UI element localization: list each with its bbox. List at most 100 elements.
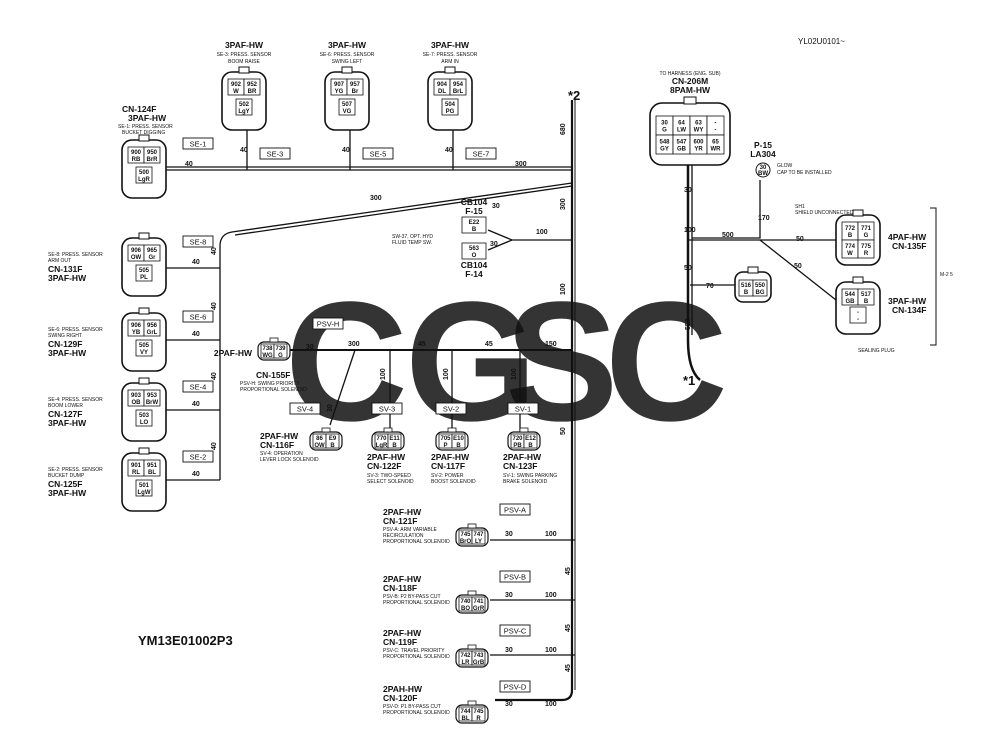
left-sensor-tag-box [182,235,214,248]
pin-color: OW [314,443,325,449]
pin-color: LR [462,660,471,666]
pin-color: LO [140,420,149,426]
wire-length: 40 [185,161,193,168]
pin-cell [135,264,153,282]
pin-number: 507 [342,102,353,108]
solenoid-id: CN-122F [367,461,401,471]
wire-length: 45 [418,341,426,348]
pin-number: - [857,310,859,316]
wire-harness-lines [162,100,837,702]
pin-number: 64 [678,121,685,127]
left-sensor-tag: SE-1 [190,140,207,149]
cn135-id: CN-135F [892,241,926,251]
pin-cell [461,216,487,234]
temp-sw-sub: F-15 [465,206,483,216]
pin-color: GrR [473,606,485,612]
pin-color: PB [513,443,522,449]
pin-number: 504 [445,102,456,108]
pin-cell [338,98,356,116]
pin-cell [471,650,486,666]
top-sensor-type: 3PAF-HW [328,40,367,50]
pin-number: 500 [139,170,150,176]
pin-cell [857,288,875,306]
left-sensor-tag-box [182,137,214,150]
solenoid-desc: BOOST SOLENOID [431,479,476,485]
pin-number: E9 [329,436,337,442]
wire-length: 500 [722,232,734,239]
top-sensor-tag-box [259,147,291,160]
pin-number: 743 [473,653,484,659]
pin-color: B [848,233,853,239]
wire-length: 50 [796,236,804,243]
wire-length: 40 [211,442,218,450]
pin-cell [752,279,768,297]
solenoid-desc: SV-4: OPERATION [260,451,303,457]
solenoid-desc: LEVER LOCK SOLENOID [260,457,319,463]
left-sensor-tag-box [182,450,214,463]
pin-color: LgW [138,490,151,496]
pin-number: 563 [469,246,480,252]
solenoid-tag: SV-3 [379,405,395,414]
watermark-letter-4: C [605,267,728,457]
pin-color: R [476,716,481,722]
wire-length: 100 [545,531,557,538]
solenoid-tag-box [289,402,321,415]
pin-color: BG [756,290,765,296]
top-sensor-type: 3PAF-HW [431,40,470,50]
pin-cell [143,459,161,477]
pin-cell [449,78,467,96]
psvh-type: 2PAF-HW [214,348,253,358]
psv-type: 2PAF-HW [383,574,422,584]
pin-number: 516 [741,283,752,289]
left-sensor-tag: SE-4 [190,383,207,392]
solenoid-tag-box [371,402,403,415]
pin-color: OB [132,400,142,406]
harness-type: 8PAM-HW [670,85,711,95]
wire-length: 100 [545,701,557,708]
pin-cell [461,242,487,260]
pin-number: 501 [139,483,150,489]
left-sensor-type: 3PAF-HW [48,488,87,498]
pin-cell [387,433,402,449]
wire-length: 150 [545,341,557,348]
psv-type: 2PAH-HW [383,684,423,694]
pin-number: 739 [275,346,286,352]
temp-sw-desc: SW-37, OPT. HYD [392,234,433,240]
solenoid-desc: BRAKE SOLENOID [503,479,548,485]
pin-number: 745 [460,532,471,538]
psv-tag: PSV-B [504,573,526,582]
pin-cell [706,134,725,155]
pin-color: BO [461,606,470,612]
pin-cell [471,529,486,545]
pin-color: PL [140,275,148,281]
pin-color: O [472,253,477,259]
left-sensor-desc: SWING RIGHT [48,333,82,339]
wire-length: 550 [685,318,692,330]
wire-length: 45 [565,624,572,632]
top-sensor-desc: SE-7: PRESS. SENSOR [423,52,478,58]
pin-number: 742 [460,653,471,659]
pin-cell [849,306,867,324]
p15-sub: LA304 [750,149,776,159]
top-sensor-desc: SE-6: PRESS. SENSOR [320,52,375,58]
top-sensor-tag: SE-7 [473,150,490,159]
pin-color: WY [694,128,704,134]
left-sensor-id: CN-131F [48,264,82,274]
sealing-plug-label: SEALING PLUG [858,348,895,354]
pin-number: 770 [376,436,387,442]
wire-length: 45 [565,664,572,672]
wire-length: 45 [565,567,572,575]
psv-desc: PSV-C: TRAVEL PRIORITY [383,648,445,654]
pin-color: GB [846,299,856,305]
solenoid-desc: SV-1: SWING PARKING [503,473,557,479]
pin-number: E12 [525,436,536,442]
solenoid-tag: SV-4 [297,405,313,414]
top-sensor-desc: SWING LEFT [332,59,363,65]
